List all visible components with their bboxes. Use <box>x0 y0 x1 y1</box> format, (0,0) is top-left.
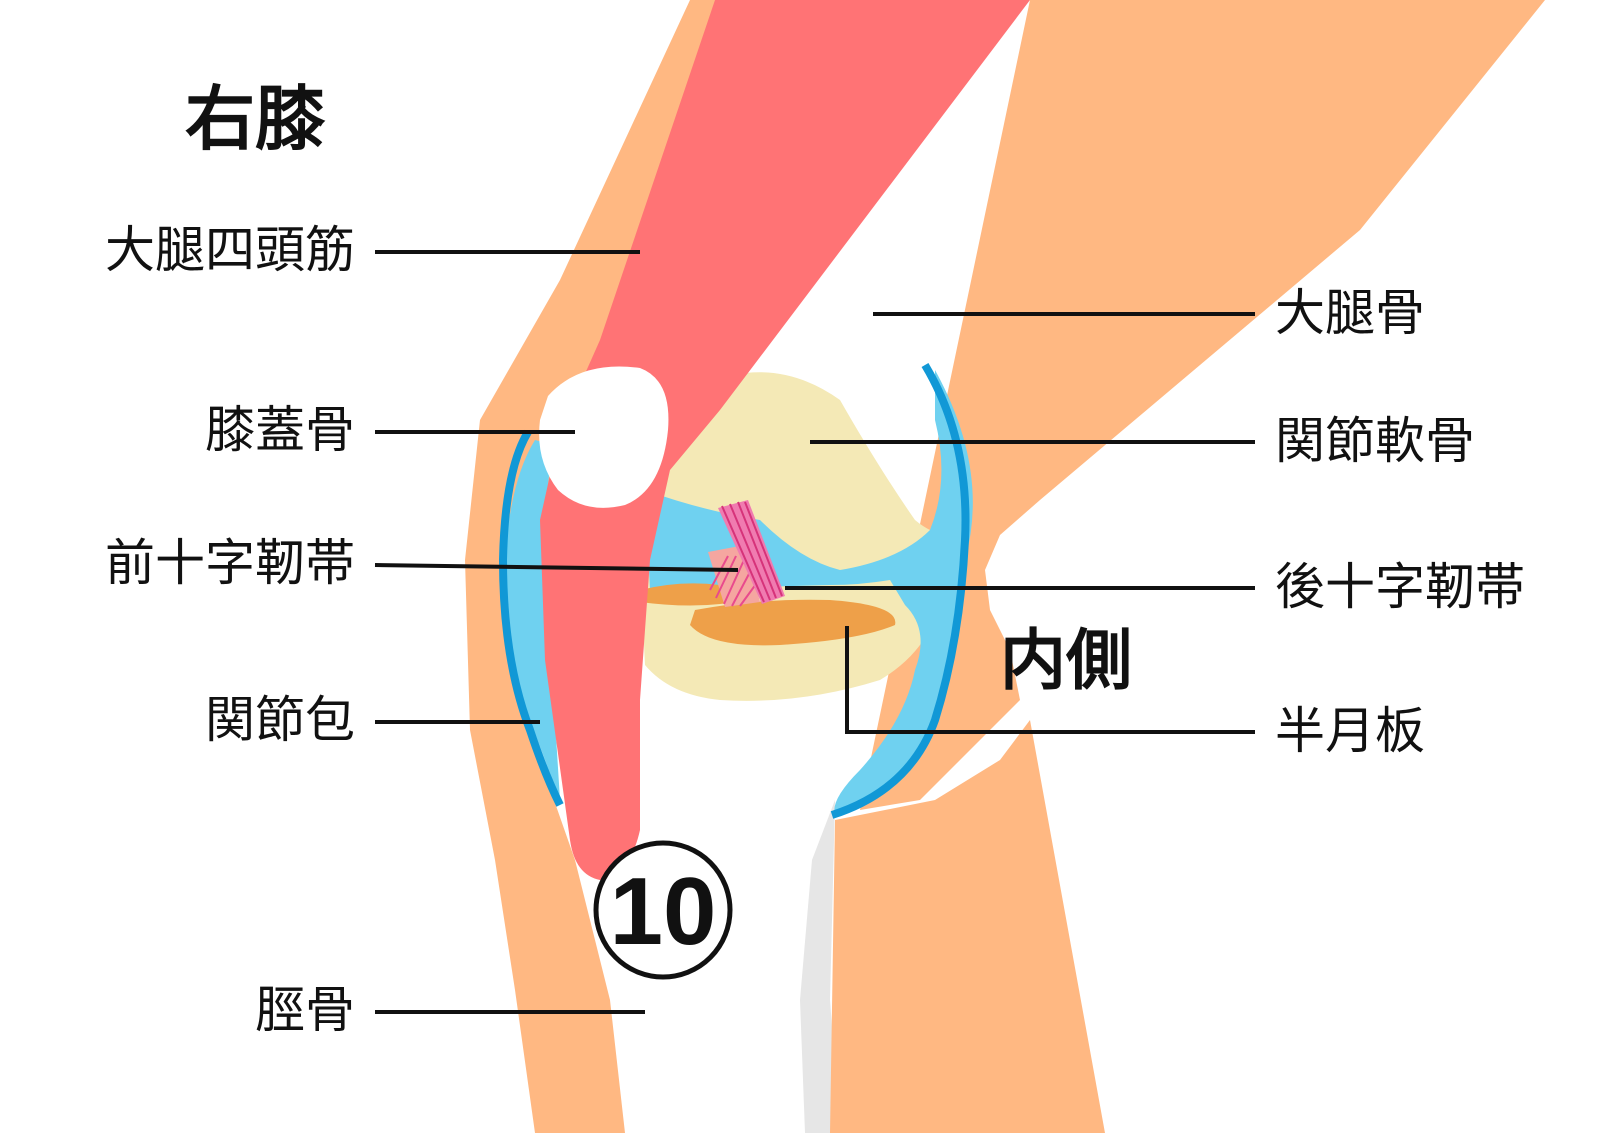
label-acl: 前十字靭帯 <box>105 534 355 592</box>
number-badge-text: 10 <box>610 858 717 965</box>
quadriceps-muscle <box>540 0 1030 880</box>
page-title: 右膝 <box>185 78 325 160</box>
front-leg <box>465 0 770 1133</box>
label-femur: 大腿骨 <box>1275 284 1425 342</box>
label-pcl: 後十字靭帯 <box>1275 558 1525 616</box>
synovial-fluid-front <box>505 440 560 800</box>
label-meniscus: 半月板 <box>1275 702 1425 760</box>
label-patella: 膝蓋骨 <box>205 401 355 459</box>
label-quadriceps: 大腿四頭筋 <box>105 221 355 279</box>
leader-lines <box>374 250 1255 1014</box>
capsule-outline-back <box>830 362 970 819</box>
synovial-fluid <box>645 370 973 815</box>
meniscus-outer <box>640 583 745 606</box>
capsule-outline-front <box>498 429 564 807</box>
number-badge-circle <box>593 840 733 980</box>
leader-meniscus <box>845 626 1255 734</box>
femur <box>860 0 1545 810</box>
fibula-shadow <box>800 800 840 1133</box>
tibia <box>830 720 1105 1133</box>
patella <box>539 366 669 508</box>
medial-side-label: 内側 <box>1000 622 1132 699</box>
label-articular-cartilage: 関節軟骨 <box>1275 412 1475 470</box>
leader-acl <box>374 563 739 572</box>
meniscus-inner <box>690 599 896 646</box>
pcl-ligament <box>718 500 785 604</box>
label-tibia: 脛骨 <box>255 981 355 1039</box>
label-joint-capsule: 関節包 <box>205 691 355 749</box>
